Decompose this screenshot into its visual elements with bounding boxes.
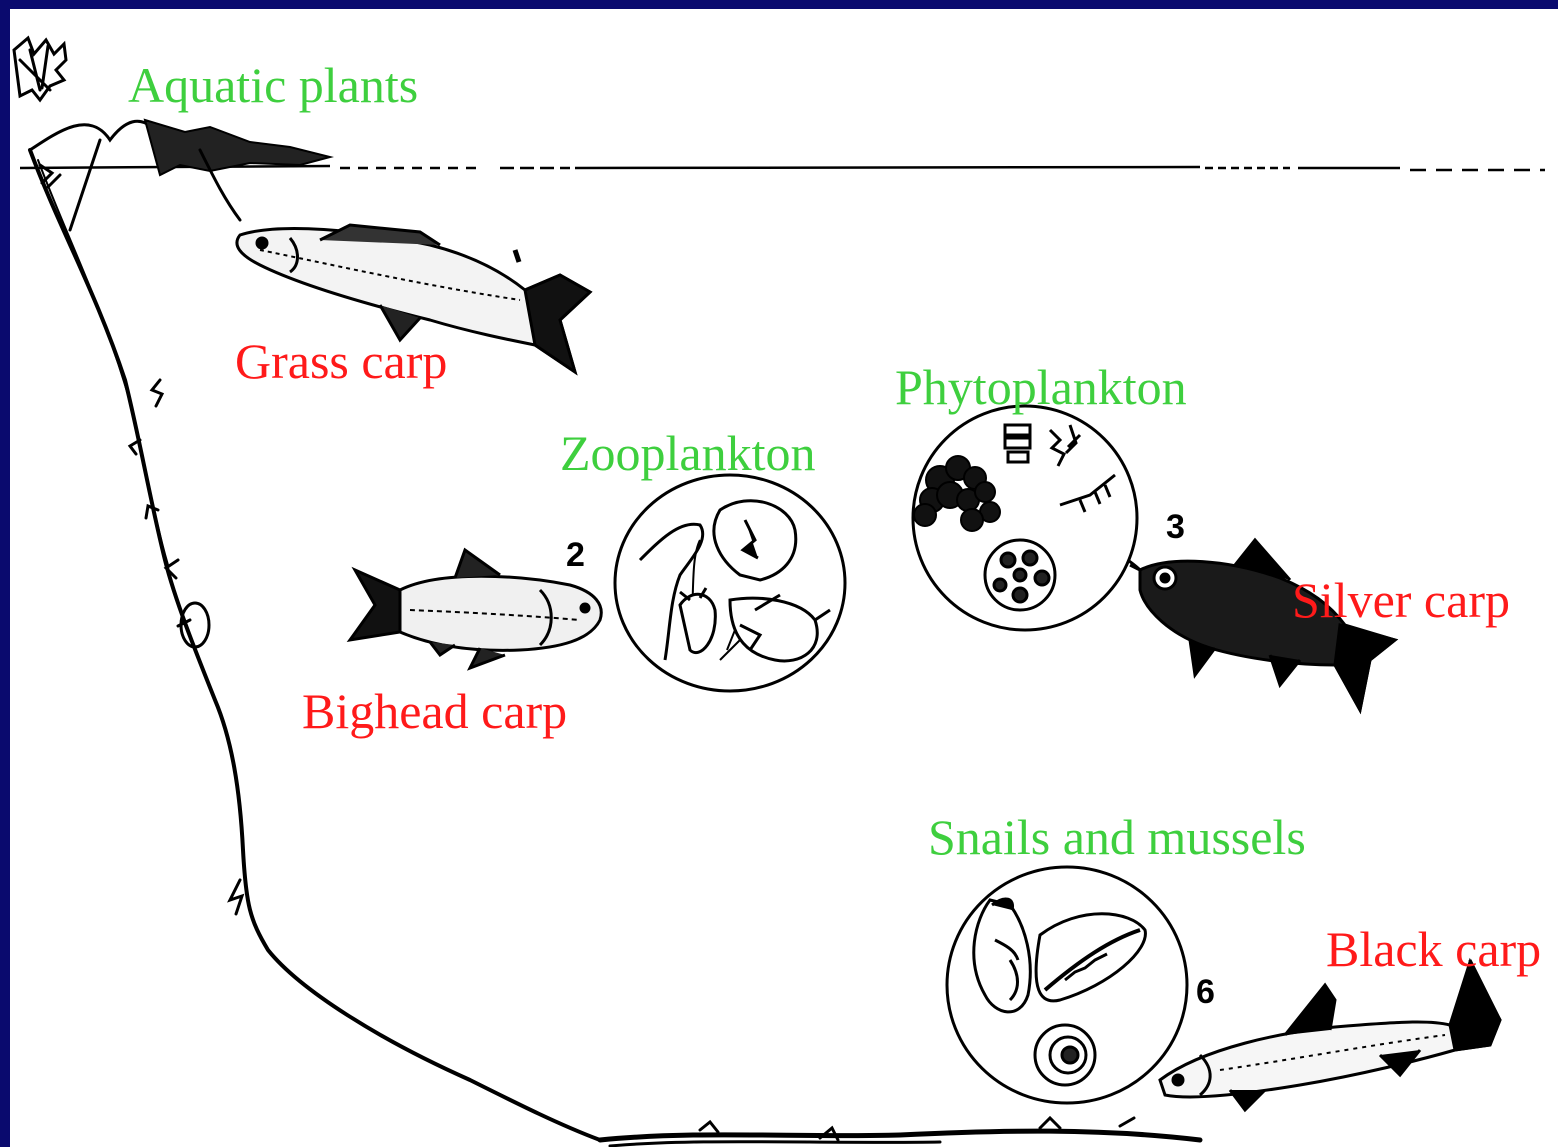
number-3: 3 bbox=[1166, 510, 1185, 544]
black-carp-label: Black carp bbox=[1326, 924, 1541, 974]
silver-carp-label: Silver carp bbox=[1292, 575, 1510, 625]
snails-and-mussels-label: Snails and mussels bbox=[928, 812, 1306, 862]
zooplankton-label: Zooplankton bbox=[560, 428, 816, 478]
bighead-carp-icon bbox=[350, 550, 601, 668]
zooplankton-circle-icon bbox=[615, 475, 845, 691]
snails-mussels-circle-icon bbox=[947, 867, 1187, 1103]
water-surface-line bbox=[20, 166, 1545, 170]
number-6: 6 bbox=[1196, 975, 1215, 1009]
number-2: 2 bbox=[566, 538, 585, 572]
phytoplankton-label: Phytoplankton bbox=[895, 362, 1187, 412]
aquatic-plants-label: Aquatic plants bbox=[128, 60, 418, 110]
bighead-carp-label: Bighead carp bbox=[302, 686, 567, 736]
grass-carp-label: Grass carp bbox=[235, 336, 447, 386]
phytoplankton-circle-icon bbox=[913, 406, 1140, 630]
